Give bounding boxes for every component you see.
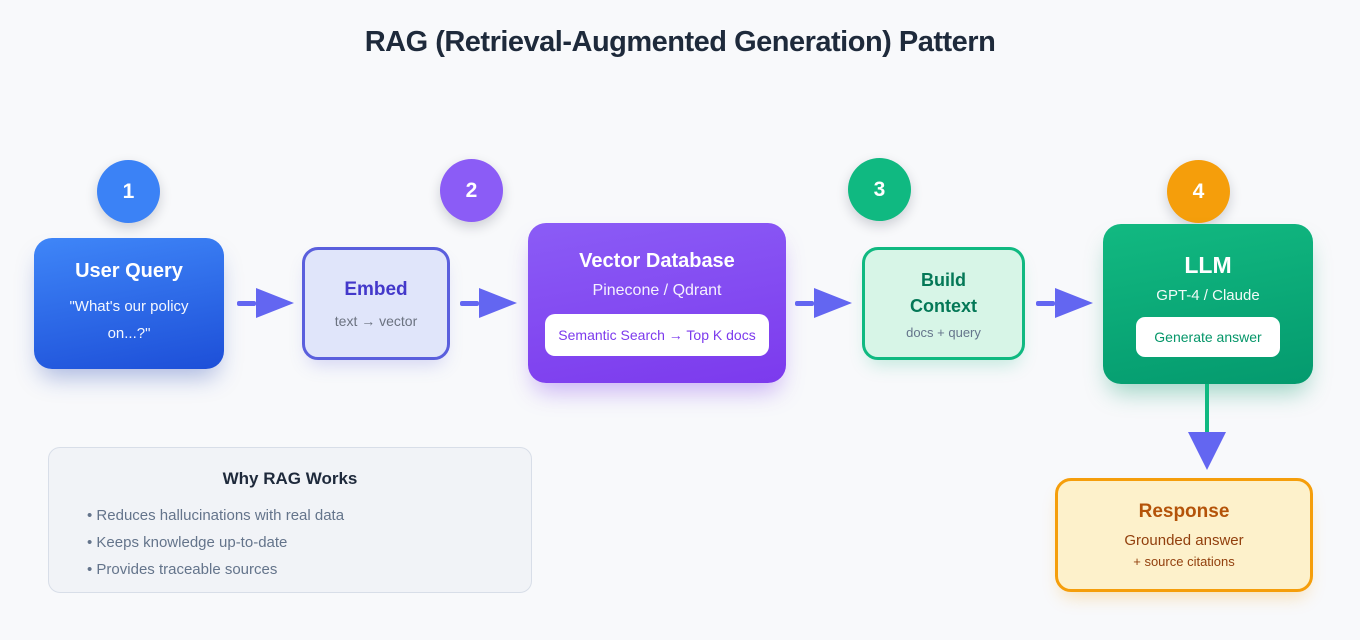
step-number: 4 bbox=[1192, 179, 1205, 203]
why-rag-works-panel: Why RAG Works Reduces hallucinations wit… bbox=[48, 447, 532, 593]
arrow-head-icon bbox=[814, 288, 852, 318]
panel-title: Why RAG Works bbox=[222, 469, 358, 488]
step-number: 2 bbox=[465, 178, 478, 202]
arrow-embed-to-vector-db bbox=[460, 288, 517, 318]
node-subtitle: "What's our policy on...?" bbox=[69, 298, 189, 342]
node-response: Response Grounded answer + source citati… bbox=[1055, 478, 1313, 592]
arrow-stem bbox=[460, 300, 479, 306]
node-title: LLM bbox=[1184, 251, 1232, 278]
arrow-stem bbox=[1205, 384, 1209, 432]
node-title: Response bbox=[1138, 501, 1230, 522]
arrow-build-context-to-llm bbox=[1036, 288, 1093, 318]
arrow-head-icon bbox=[256, 288, 294, 318]
node-subtitle: text → vector bbox=[334, 312, 418, 329]
step-badge-1: 1 bbox=[97, 160, 160, 223]
benefit-item: Keeps knowledge up-to-date bbox=[87, 529, 531, 556]
arrow-stem bbox=[237, 300, 256, 306]
step-badge-3: 3 bbox=[848, 158, 911, 221]
node-subtitle: docs + query bbox=[906, 325, 981, 341]
page-title: RAG (Retrieval-Augmented Generation) Pat… bbox=[364, 26, 996, 58]
node-user-query: User Query "What's our policy on...?" bbox=[34, 238, 224, 369]
node-title: Build Context bbox=[910, 269, 977, 316]
arrow-head-icon bbox=[1188, 432, 1226, 470]
arrow-head-icon bbox=[1055, 288, 1093, 318]
node-title: Embed bbox=[344, 278, 408, 300]
node-subtitle-2: + source citations bbox=[1133, 554, 1235, 569]
node-subtitle: Grounded answer bbox=[1124, 532, 1244, 549]
node-title: User Query bbox=[75, 260, 183, 282]
arrow-vector-db-to-build-context bbox=[795, 288, 852, 318]
node-build-context: Build Context docs + query bbox=[862, 247, 1025, 360]
step-badge-2: 2 bbox=[440, 159, 503, 222]
node-llm: LLM GPT-4 / Claude Generate answer bbox=[1103, 224, 1313, 384]
node-embed: Embed text → vector bbox=[302, 247, 450, 360]
arrow-stem bbox=[1036, 300, 1055, 306]
benefit-item: Reduces hallucinations with real data bbox=[87, 502, 531, 529]
arrow-llm-to-response bbox=[1188, 384, 1226, 470]
step-number: 3 bbox=[873, 177, 886, 201]
step-number: 1 bbox=[122, 179, 135, 203]
node-title: Vector Database bbox=[579, 250, 735, 272]
step-badge-4: 4 bbox=[1167, 160, 1230, 223]
node-subtitle: GPT-4 / Claude bbox=[1156, 286, 1260, 304]
arrow-user-query-to-embed bbox=[237, 288, 294, 318]
node-subtitle: Pinecone / Qdrant bbox=[592, 282, 722, 299]
arrow-head-icon bbox=[479, 288, 517, 318]
semantic-search-badge: Semantic Search → Top K docs bbox=[545, 314, 769, 356]
node-vector-database: Vector Database Pinecone / Qdrant Semant… bbox=[528, 223, 786, 383]
benefit-item: Provides traceable sources bbox=[87, 556, 531, 583]
arrow-stem bbox=[795, 300, 814, 306]
benefit-list: Reduces hallucinations with real data Ke… bbox=[49, 502, 531, 583]
generate-answer-badge: Generate answer bbox=[1136, 316, 1280, 357]
